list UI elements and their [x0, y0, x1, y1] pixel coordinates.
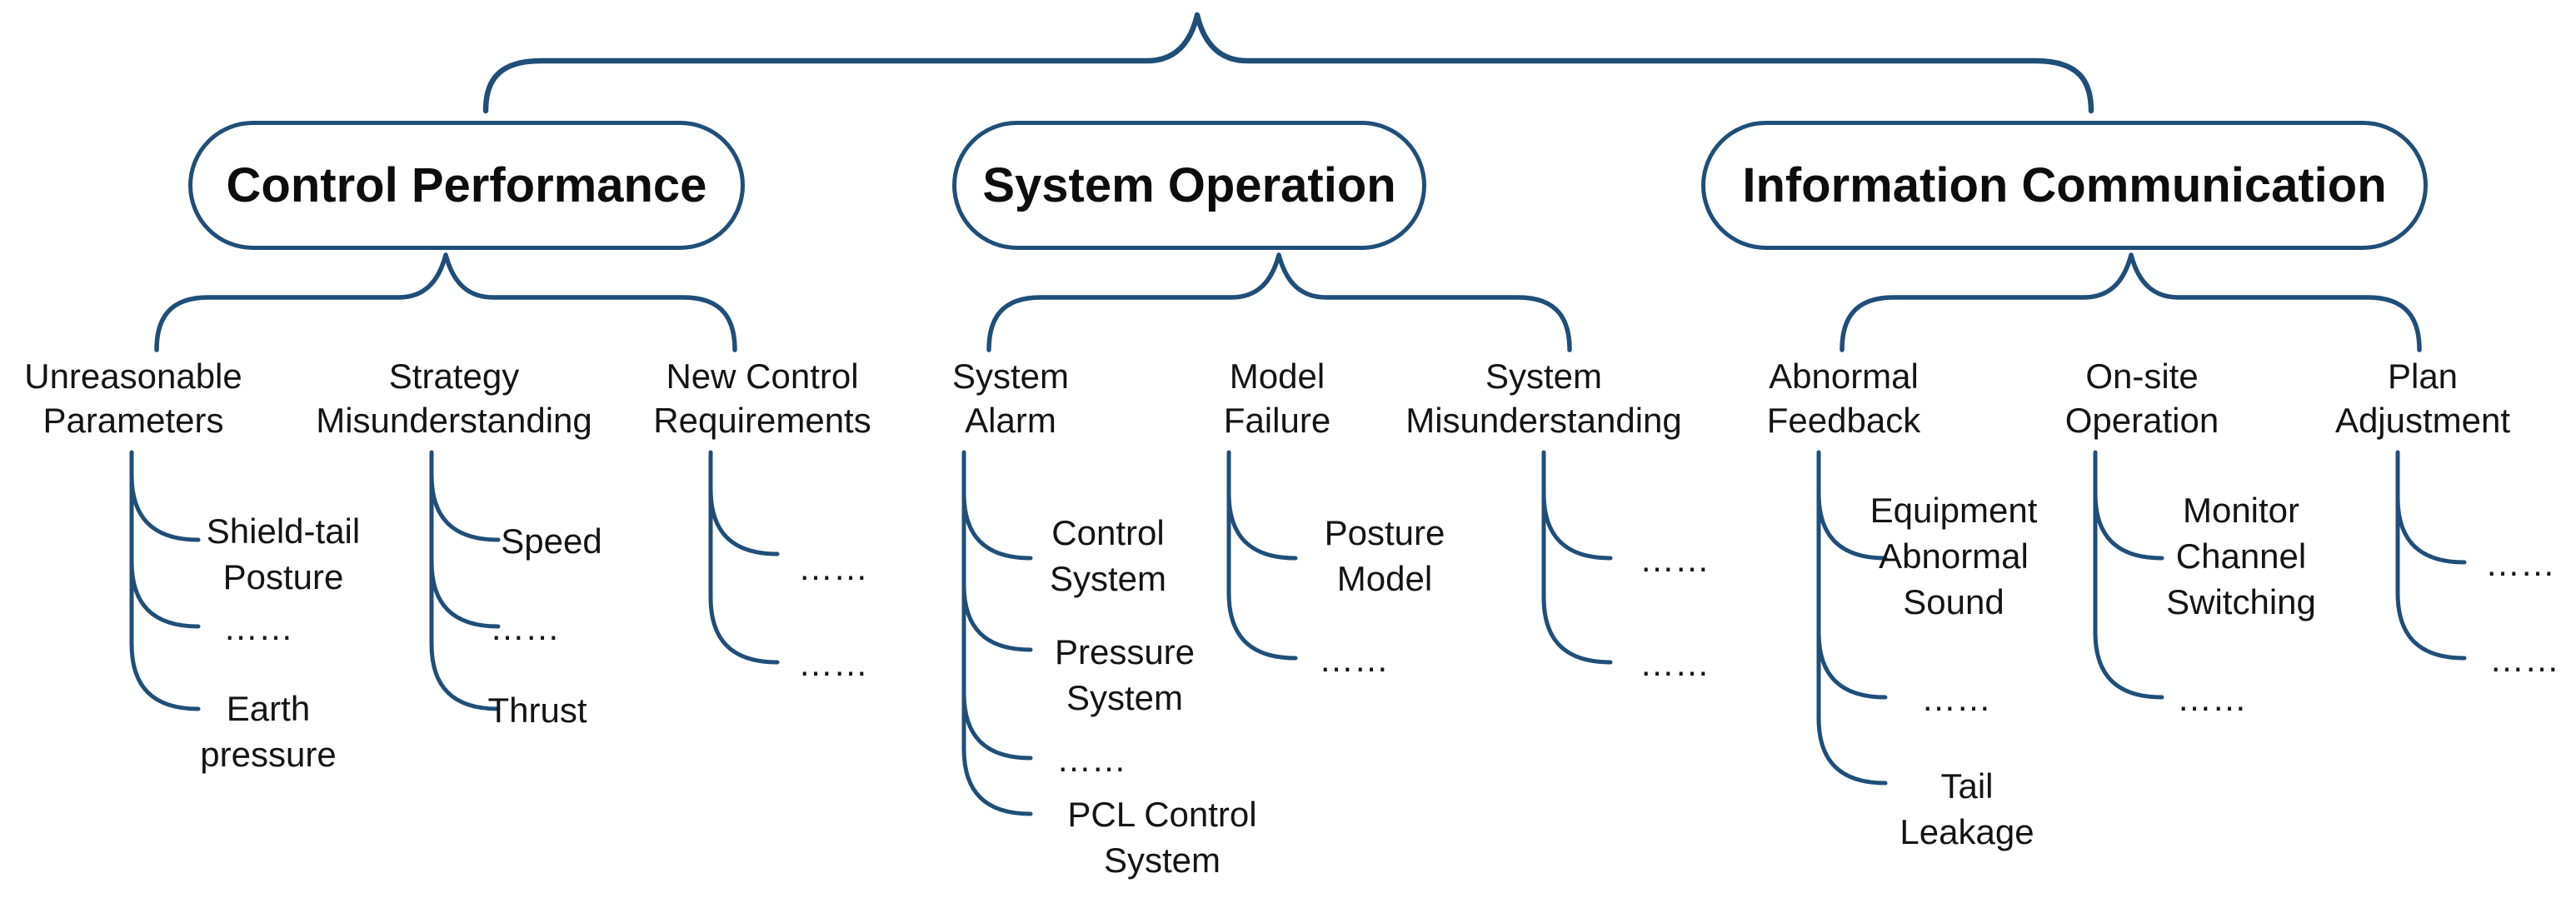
stem-plan-adjustment	[2395, 450, 2467, 661]
child-label-unreasonable-parameters: Unreasonable Parameters	[24, 357, 242, 440]
stem-model-failure	[1226, 450, 1298, 661]
stem-system-misunderstanding	[1541, 450, 1613, 665]
child-label-new-control-requirements: New Control Requirements	[653, 357, 871, 440]
sub-label-ellipsis: ……	[798, 644, 868, 683]
stem-system-alarm	[961, 450, 1033, 816]
category-label: System Operation	[982, 158, 1396, 212]
sub-label-pressure-system: Pressure System	[1054, 632, 1196, 717]
sub-label-earth-pressure: Earth pressure	[200, 689, 337, 774]
brace-information-communication	[1840, 252, 2422, 352]
category-label: Information Communication	[1742, 158, 2387, 212]
category-box-information-communication: Information Communication	[1701, 121, 2428, 250]
sub-label-monitor-channel-switching: Monitor Channel Switching	[2166, 491, 2316, 621]
sub-label-ellipsis: ……	[798, 548, 868, 587]
sub-label-equipment-abnormal-sound: Equipment Abnormal Sound	[1870, 491, 2038, 621]
stem-abnormal-feedback	[1816, 450, 1888, 786]
child-label-system-misunderstanding: System Misunderstanding	[1405, 357, 1682, 440]
sub-label-ellipsis: ……	[1056, 740, 1126, 779]
sub-label-speed: Speed	[501, 521, 602, 561]
sub-label-ellipsis: ……	[2489, 640, 2559, 679]
sub-label-ellipsis: ……	[1319, 640, 1389, 679]
stem-strategy-misunderstanding	[429, 450, 501, 711]
sub-label-pcl-control-system: PCL Control System	[1067, 795, 1257, 880]
brace-system-operation	[986, 252, 1572, 352]
sub-label-ellipsis: ……	[1640, 540, 1710, 579]
category-box-system-operation: System Operation	[952, 121, 1426, 250]
sub-label-ellipsis: ……	[1921, 679, 1991, 718]
child-label-abnormal-feedback: Abnormal Feedback	[1766, 357, 1921, 440]
child-label-model-failure: Model Failure	[1223, 357, 1331, 440]
sub-label-ellipsis: ……	[2177, 679, 2247, 718]
child-label-system-alarm: System Alarm	[951, 357, 1070, 440]
brace-control-performance	[154, 252, 737, 352]
sub-label-tail-leakage: Tail Leakage	[1900, 766, 2034, 851]
child-label-strategy-misunderstanding: Strategy Misunderstanding	[316, 357, 592, 440]
child-label-on-site-operation: On-site Operation	[2064, 357, 2219, 440]
sub-label-control-system: Control System	[1049, 513, 1167, 598]
sub-label-ellipsis: ……	[2485, 544, 2555, 583]
sub-label-ellipsis: ……	[490, 608, 560, 647]
stem-new-control-requirements	[708, 450, 780, 665]
sub-label-ellipsis: ……	[223, 608, 293, 647]
sub-label-thrust: Thrust	[487, 691, 587, 730]
sub-label-ellipsis: ……	[1640, 644, 1710, 683]
root-brace	[482, 12, 2094, 114]
category-box-control-performance: Control Performance	[188, 121, 745, 250]
category-label: Control Performance	[226, 158, 707, 212]
sub-label-shield-tail-posture: Shield-tail Posture	[206, 511, 361, 596]
stem-unreasonable-parameters	[129, 450, 201, 711]
stem-on-site-operation	[2093, 450, 2164, 700]
child-label-plan-adjustment: Plan Adjustment	[2334, 357, 2511, 440]
sub-label-posture-model: Posture Model	[1324, 513, 1445, 598]
